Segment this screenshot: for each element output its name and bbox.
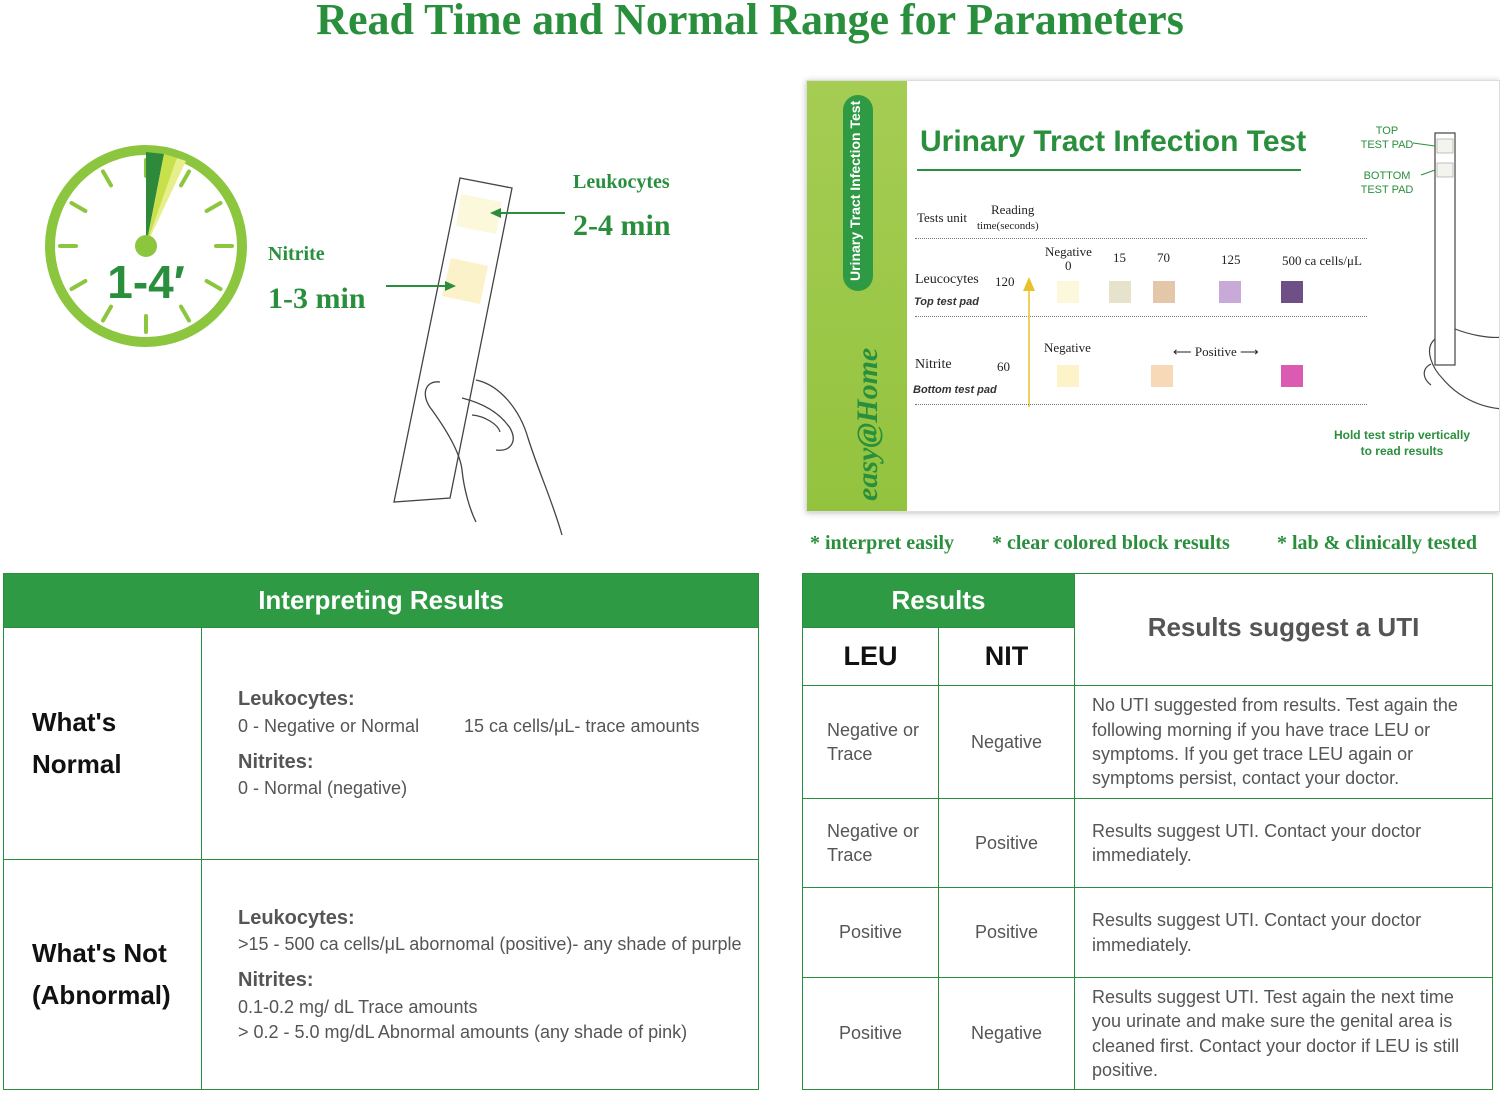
box-side-panel: Urinary Tract Infection Test easy@Home — [807, 81, 907, 511]
leu-level-0: 0 — [1065, 258, 1072, 273]
table-row: Negative or Trace Negative No UTI sugges… — [802, 685, 1493, 799]
normal-nit-value: 0 - Normal (negative) — [238, 778, 408, 799]
leu-swatch — [1109, 281, 1131, 303]
hold-strip-note: Hold test strip vertically to read resul… — [1317, 428, 1487, 459]
leu-swatch — [1057, 281, 1079, 303]
abnormal-nit-label: Nitrites: — [238, 969, 314, 992]
bottom-test-pad-label: Bottom test pad — [913, 384, 997, 396]
feature-lab-tested: * lab & clinically tested — [1277, 532, 1477, 554]
nitrite-time: 1-3 min — [268, 282, 366, 315]
row-description: Results suggest UTI. Test again the next… — [1074, 977, 1493, 1090]
top-pad-line1: TOP — [1375, 125, 1399, 137]
reading-subheader: time(seconds) — [977, 220, 1039, 232]
row-nit: Negative — [938, 977, 1075, 1090]
row-nit: Positive — [938, 798, 1075, 888]
nit-swatch — [1151, 365, 1173, 387]
vertical-strip-icon — [1413, 132, 1499, 410]
box-side-label: Urinary Tract Infection Test — [847, 100, 863, 281]
leucocytes-row-name: Leucocytes — [915, 272, 979, 287]
leukocytes-label: Leukocytes — [573, 171, 670, 193]
table-row: Negative or Trace Positive Results sugge… — [802, 798, 1493, 888]
normal-label-line1: What's — [32, 706, 117, 737]
leu-level-70: 70 — [1157, 250, 1170, 265]
timer-clock-icon: 1-4′ — [45, 145, 247, 347]
table-row: Positive Positive Results suggest UTI. C… — [802, 887, 1493, 978]
suggest-uti-header: Results suggest a UTI — [1074, 573, 1493, 686]
nit-swatch — [1057, 365, 1079, 387]
feature-clear-colored: * clear colored block results — [992, 532, 1230, 554]
bottom-pad-line2: TEST PAD — [1360, 183, 1414, 196]
top-pad-line2: TEST PAD — [1360, 138, 1414, 151]
leu-level-negative: Negative — [1045, 244, 1092, 259]
bottom-pad-line1: BOTTOM — [1363, 170, 1411, 182]
table-row: Positive Negative Results suggest UTI. T… — [802, 977, 1493, 1090]
test-strip-illustration — [386, 177, 565, 536]
normal-label-line2: Normal — [32, 748, 122, 779]
tests-unit-header: Tests unit — [917, 210, 968, 225]
normal-row-details: Leukocytes: 0 - Negative or Normal 15 ca … — [201, 627, 759, 860]
nit-negative-label: Negative — [1044, 340, 1091, 355]
leu-swatch — [1281, 281, 1303, 303]
row-leu: Negative or Trace — [802, 685, 939, 799]
results-table: Results Results suggest a UTI LEU NIT Ne… — [802, 573, 1493, 1090]
abnormal-label-line2: (Abnormal) — [32, 979, 171, 1010]
normal-nit-label: Nitrites: — [238, 750, 314, 773]
leu-level-125: 125 — [1221, 252, 1241, 267]
row-leu: Positive — [802, 977, 939, 1090]
brand-logo: easy@Home — [851, 347, 884, 501]
normal-leu-trace: 15 ca cells/μL- trace amounts — [464, 715, 700, 736]
nit-swatch — [1281, 365, 1303, 387]
product-box-image: Urinary Tract Infection Test easy@Home U… — [806, 80, 1500, 512]
leu-swatch — [1219, 281, 1241, 303]
normal-leu-negative: 0 - Negative or Normal — [238, 715, 420, 736]
row-nit: Negative — [938, 685, 1075, 799]
abnormal-row-label: What's Not (Abnormal) — [3, 859, 202, 1090]
leu-swatch — [1153, 281, 1175, 303]
reading-arrow-icon — [1023, 277, 1035, 407]
bottom-pad-label: BOTTOM TEST PAD — [1354, 170, 1420, 198]
leu-column-header: LEU — [802, 627, 939, 686]
row-nit: Positive — [938, 887, 1075, 978]
feature-interpret-easily: * interpret easily — [810, 532, 955, 554]
row-leu: Positive — [802, 887, 939, 978]
interpreting-results-table: Interpreting Results What's Normal Leuko… — [3, 573, 759, 1090]
row-description: Results suggest UTI. Contact your doctor… — [1074, 798, 1493, 888]
results-header: Results — [802, 573, 1075, 628]
box-title: Urinary Tract Infection Test — [920, 125, 1307, 158]
nit-positive-label: ⟵ Positive ⟶ — [1173, 344, 1259, 359]
leu-level-500: 500 ca cells/μL — [1282, 253, 1362, 268]
abnormal-label-line1: What's Not — [32, 937, 167, 968]
interpreting-header: Interpreting Results — [3, 573, 759, 628]
row-description: Results suggest UTI. Contact your doctor… — [1074, 887, 1493, 978]
leucocytes-row-time: 120 — [995, 274, 1015, 289]
nitrite-label: Nitrite — [268, 243, 325, 265]
hold-note-line2: to read results — [1360, 443, 1444, 458]
normal-row-label: What's Normal — [3, 627, 202, 860]
abnormal-nit-trace: 0.1-0.2 mg/ dL Trace amounts — [238, 996, 478, 1017]
leu-level-15: 15 — [1113, 250, 1126, 265]
timer-label: 1-4′ — [107, 256, 185, 308]
top-pad-label: TOP TEST PAD — [1359, 125, 1415, 153]
abnormal-leu-label: Leukocytes: — [238, 906, 355, 929]
nit-positive-text: Positive — [1194, 344, 1237, 359]
leukocytes-time: 2-4 min — [573, 209, 671, 242]
normal-leu-label: Leukocytes: — [238, 688, 355, 711]
row-description: No UTI suggested from results. Test agai… — [1074, 685, 1493, 799]
abnormal-nit-abnormal: > 0.2 - 5.0 mg/dL Abnormal amounts (any … — [238, 1021, 688, 1042]
abnormal-leu-value: >15 - 500 ca cells/μL abornomal (positiv… — [238, 934, 742, 955]
abnormal-row-details: Leukocytes: >15 - 500 ca cells/μL aborno… — [201, 859, 759, 1090]
nitrite-row-time: 60 — [997, 359, 1010, 374]
nitrite-row-name: Nitrite — [915, 357, 952, 372]
reading-header: Reading — [991, 202, 1035, 217]
top-test-pad-label: Top test pad — [914, 296, 979, 308]
nit-column-header: NIT — [938, 627, 1075, 686]
page-title: Read Time and Normal Range for Parameter… — [316, 0, 1184, 44]
hold-note-line1: Hold test strip vertically — [1333, 428, 1471, 442]
row-leu: Negative or Trace — [802, 798, 939, 888]
